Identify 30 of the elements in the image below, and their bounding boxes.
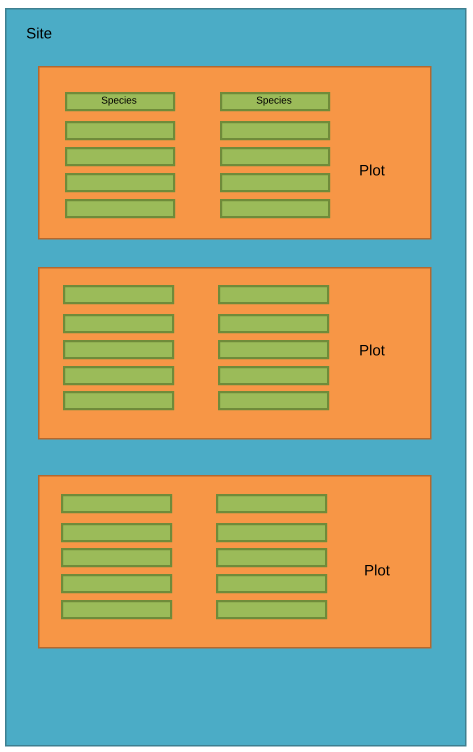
species-bar [220,121,330,140]
species-bar [61,548,172,568]
species-bar [216,574,328,594]
species-bar [63,391,174,410]
species-bar [216,548,328,568]
species-bar [65,147,176,166]
species-bar [61,600,172,620]
species-bar [216,523,328,542]
species-bar [65,199,176,218]
species-bar [63,340,174,360]
species-bar [65,121,176,140]
species-bar [220,173,330,192]
species-bar [220,147,330,166]
species-bar [61,574,172,594]
species-bar [218,340,330,360]
species-bar [63,285,174,304]
species-bar [216,600,328,620]
species-bar: Species [220,92,330,112]
species-bar [63,366,174,386]
species-bar [218,314,330,334]
species-bar [61,494,172,514]
species-bar [220,199,330,218]
species-bar [65,173,176,192]
species-bar [61,523,172,542]
species-bar [218,366,330,386]
species-bar: Species [65,92,176,112]
species-bar [218,391,330,410]
species-bar [63,314,174,334]
species-bar [216,494,328,514]
species-bar [218,285,330,304]
